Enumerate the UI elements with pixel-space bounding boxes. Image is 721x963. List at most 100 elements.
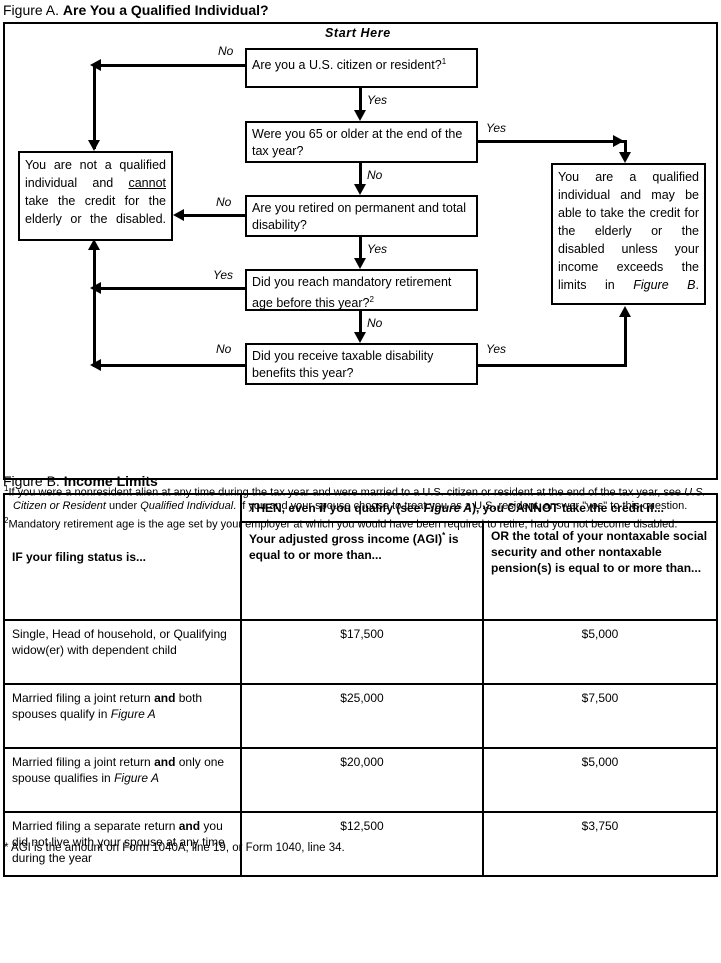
start-here-label: Start Here bbox=[325, 26, 391, 40]
arrowhead-q3-yes bbox=[354, 258, 366, 269]
row-1-status-figref: Figure A bbox=[110, 707, 156, 721]
result-box-qualified: You are a qualified individual and may b… bbox=[551, 163, 706, 305]
result-box-not-qualified-text-1: You are not a qualified individual and bbox=[25, 158, 166, 190]
result-box-qualified-text-1: You are a qualified individual and may b… bbox=[558, 170, 699, 292]
table-header-then-pre: THEN, even if you qualify (see bbox=[249, 501, 424, 515]
row-2-status-text-1: Married filing a joint return bbox=[12, 755, 155, 769]
edge-line-q3-yes bbox=[359, 237, 362, 263]
arrowhead-into-not-qualified bbox=[88, 140, 100, 151]
edge-line-q1-yes bbox=[359, 88, 362, 116]
row-0-status: Single, Head of household, or Qualifying… bbox=[3, 619, 242, 685]
table-header-agi-pre: Your adjusted gross income (AGI) bbox=[249, 532, 443, 546]
table-row: Married filing a separate return and you… bbox=[3, 811, 719, 877]
row-2-nontaxable: $5,000 bbox=[481, 747, 719, 813]
row-3-status-text-1: Married filing a separate return bbox=[12, 819, 179, 833]
row-2-status-figref: Figure A bbox=[114, 771, 159, 785]
arrowhead-q2-yes bbox=[613, 135, 624, 147]
table-header-then-post: ), you CANNOT take the credit if... bbox=[471, 501, 664, 515]
table-header-agi: Your adjusted gross income (AGI)* is equ… bbox=[240, 521, 484, 621]
row-3-status-text-2: you did not live with your spouse at any… bbox=[12, 819, 225, 865]
edge-line-q5-yes-h bbox=[478, 364, 627, 367]
row-2-status-and: and bbox=[154, 755, 176, 769]
question-box-mandatory-retirement-text: Did you reach mandatory retirement age b… bbox=[252, 275, 452, 311]
row-1-status-text-1: Married filing a joint return bbox=[12, 691, 155, 705]
table-header-then-figref: Figure A bbox=[423, 501, 472, 515]
edge-label-q4-no: No bbox=[367, 316, 383, 330]
row-0-status-text: Single, Head of household, or Qualifying… bbox=[12, 627, 227, 657]
question-box-disability-benefits-text: Did you receive taxable disability benef… bbox=[252, 349, 434, 380]
arrowhead-q3-no bbox=[173, 209, 184, 221]
table-header-row-columns: Your adjusted gross income (AGI)* is equ… bbox=[4, 521, 719, 621]
result-box-qualified-text-2: . bbox=[695, 278, 699, 292]
edge-label-q1-yes: Yes bbox=[367, 93, 388, 107]
arrowhead-q2-no bbox=[354, 184, 366, 195]
table-header-filing-status-text: IF your filing status is... bbox=[12, 550, 147, 564]
edge-label-q2-yes: Yes bbox=[486, 121, 507, 135]
edge-label-q5-yes: Yes bbox=[486, 342, 507, 356]
footnote-marker-1: 1 bbox=[441, 57, 447, 66]
row-2-status: Married filing a joint return and only o… bbox=[3, 747, 242, 813]
table-header-filing-status: IF your filing status is... bbox=[3, 493, 242, 621]
edge-line-left-riser-top bbox=[93, 64, 96, 149]
edge-label-q5-no: No bbox=[216, 342, 232, 356]
arrowhead-q5-no bbox=[90, 359, 101, 371]
arrowhead-into-not-qualified-bottom bbox=[88, 239, 100, 250]
result-box-not-qualified: You are not a qualified individual and c… bbox=[18, 151, 173, 241]
question-box-age65: Were you 65 or older at the end of the t… bbox=[245, 121, 478, 163]
table-header-then-span: THEN, even if you qualify (see Figure A)… bbox=[239, 493, 719, 523]
question-box-age65-text: Were you 65 or older at the end of the t… bbox=[252, 127, 463, 158]
edge-line-q3-no-h bbox=[184, 214, 246, 217]
figure-b-title-name: Income Limits bbox=[63, 473, 158, 489]
result-box-not-qualified-cannot: cannot bbox=[128, 176, 166, 190]
figure-a-footnote-1-marker: 1 bbox=[4, 484, 9, 493]
figure-a-title-name: Are You a Qualified Individual? bbox=[62, 2, 269, 18]
table-header-nontaxable: OR the total of your nontaxable social s… bbox=[481, 521, 719, 621]
table-header-nontaxable-text: OR the total of your nontaxable social s… bbox=[491, 529, 708, 575]
figure-b-title: Figure B. Income Limits bbox=[3, 473, 158, 489]
edge-line-q4-no bbox=[359, 311, 362, 337]
question-box-retired-disability: Are you retired on permanent and total d… bbox=[245, 195, 478, 237]
edge-label-q4-yes: Yes bbox=[213, 268, 234, 282]
question-box-citizen-text: Are you a U.S. citizen or resident? bbox=[252, 58, 442, 73]
row-1-status-text-2: both spouses qualify in bbox=[12, 691, 203, 721]
table-row: Single, Head of household, or Qualifying… bbox=[3, 619, 719, 685]
arrowhead-into-qualified-top bbox=[619, 152, 631, 163]
row-0-agi: $17,500 bbox=[240, 619, 484, 685]
question-box-mandatory-retirement: Did you reach mandatory retirement age b… bbox=[245, 269, 478, 311]
edge-line-q5-no-h bbox=[100, 364, 246, 367]
row-1-status-and: and bbox=[154, 691, 176, 705]
figure-b-footnote: * AGI is the amount on Form 1040A, line … bbox=[4, 842, 345, 854]
edge-line-q2-yes-h bbox=[478, 140, 626, 143]
result-box-qualified-figref: Figure B bbox=[633, 278, 696, 292]
edge-label-q3-no: No bbox=[216, 195, 232, 209]
figure-a-title: Figure A. Are You a Qualified Individual… bbox=[3, 2, 269, 18]
edge-line-q1-no-h bbox=[100, 64, 246, 67]
row-1-agi: $25,000 bbox=[240, 683, 484, 749]
row-3-status-and: and bbox=[178, 819, 201, 833]
edge-line-q2-yes-v bbox=[624, 140, 627, 155]
edge-label-q3-yes: Yes bbox=[367, 242, 388, 256]
row-3-nontaxable: $3,750 bbox=[481, 811, 719, 877]
edge-line-q5-yes-v bbox=[624, 316, 627, 366]
row-1-status: Married filing a joint return and both s… bbox=[3, 683, 242, 749]
edge-label-q2-no: No bbox=[367, 168, 383, 182]
row-0-nontaxable: $5,000 bbox=[481, 619, 719, 685]
table-header-agi-star: * bbox=[442, 531, 446, 540]
table-header-agi-post: is equal to or more than... bbox=[249, 532, 459, 562]
footnote-marker-2: 2 bbox=[369, 295, 374, 304]
figure-a-title-label: Figure A. bbox=[3, 2, 60, 18]
edge-line-q4-yes-h bbox=[100, 287, 246, 290]
question-box-disability-benefits: Did you receive taxable disability benef… bbox=[245, 343, 478, 385]
table-row: Married filing a joint return and both s… bbox=[3, 683, 719, 749]
income-limits-table: IF your filing status is... THEN, even i… bbox=[3, 493, 719, 877]
row-3-agi: $12,500 bbox=[240, 811, 484, 877]
row-2-agi: $20,000 bbox=[240, 747, 484, 813]
table-row: Married filing a joint return and only o… bbox=[3, 747, 719, 813]
edge-label-q1-no: No bbox=[218, 44, 234, 58]
row-2-status-text-2: only one spouse qualifies in bbox=[12, 755, 225, 785]
arrowhead-q4-yes bbox=[90, 282, 101, 294]
edge-line-left-riser-bottom bbox=[93, 249, 96, 367]
table-header-row-then: IF your filing status is... THEN, even i… bbox=[3, 493, 719, 621]
arrowhead-q4-no bbox=[354, 332, 366, 343]
arrowhead-q1-yes bbox=[354, 110, 366, 121]
